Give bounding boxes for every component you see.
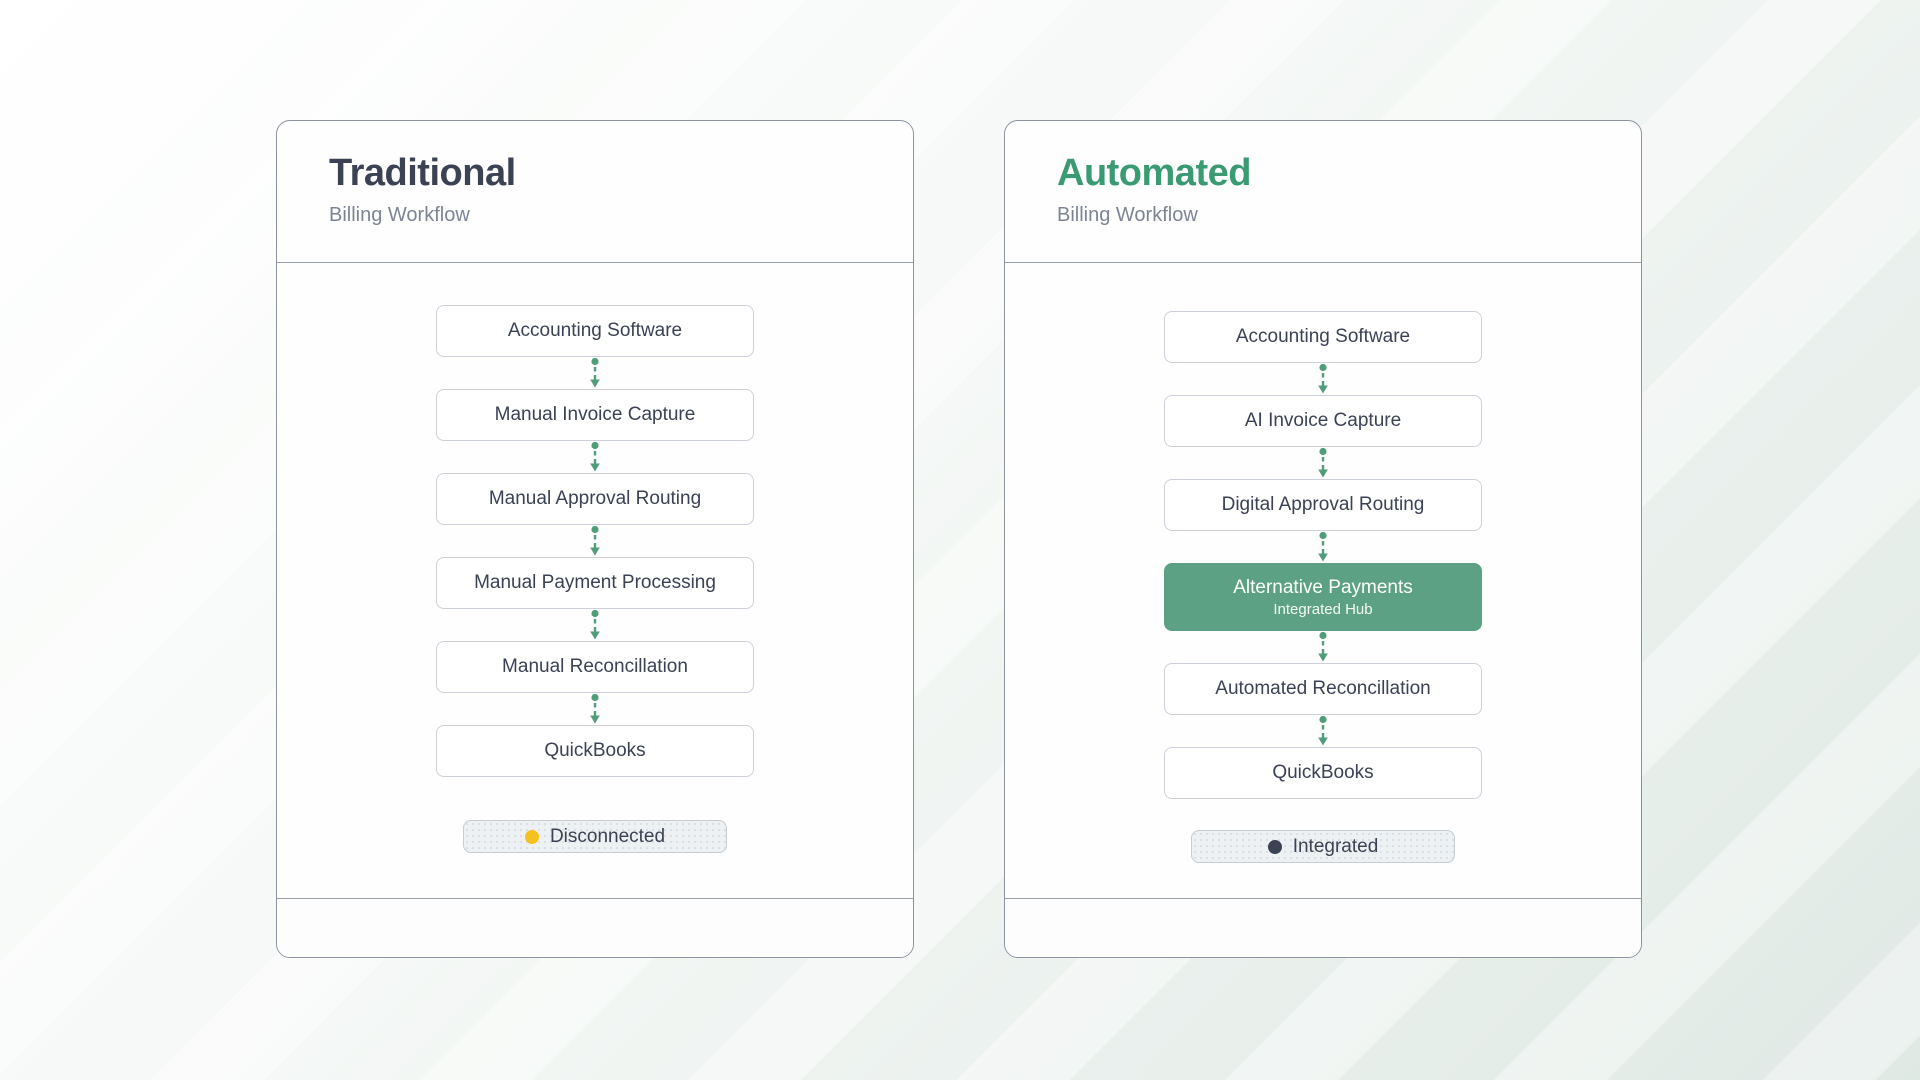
automated-workflow-card: Automated Billing Workflow Accounting So… <box>1004 120 1642 958</box>
workflow-step-label: QuickBooks <box>1272 762 1374 783</box>
status-dot-icon <box>1267 839 1282 854</box>
status-label: Integrated <box>1292 835 1379 857</box>
workflow-step-sublabel: Integrated Hub <box>1273 600 1373 618</box>
flow-arrow-down-icon <box>588 357 602 389</box>
workflow-step: Automated Reconcillation <box>1164 663 1482 715</box>
workflow-step-label: Alternative Payments <box>1233 576 1413 598</box>
workflow-step-label: Manual Payment Processing <box>474 572 716 593</box>
workflow-step: Accounting Software <box>436 305 754 357</box>
flow-arrow-down-icon <box>1316 447 1330 479</box>
status-badge-integrated: Integrated <box>1191 830 1455 863</box>
card-footer <box>277 898 913 957</box>
flow-arrow-down-icon <box>1316 363 1330 395</box>
flow-arrow-down-icon <box>588 609 602 641</box>
status-dot-icon <box>524 829 539 844</box>
workflow-step: Manual Payment Processing <box>436 557 754 609</box>
card-subtitle: Billing Workflow <box>1057 203 1198 226</box>
workflow-step: QuickBooks <box>436 725 754 777</box>
workflow-step-label: QuickBooks <box>544 740 646 761</box>
card-title-traditional: Traditional <box>329 152 516 194</box>
flow-arrow-down-icon <box>1316 715 1330 747</box>
workflow-step-label: Manual Approval Routing <box>488 488 702 509</box>
workflow-step: AI Invoice Capture <box>1164 395 1482 447</box>
flow-arrow-down-icon <box>1316 531 1330 563</box>
flow-arrow-down-icon <box>588 693 602 725</box>
workflow-step-label: Accounting Software <box>1235 326 1411 347</box>
flow-arrow-down-icon <box>588 525 602 557</box>
workflow-step-label: Manual Reconcillation <box>502 656 688 677</box>
workflow-step: Manual Invoice Capture <box>436 389 754 441</box>
card-footer <box>1005 898 1641 957</box>
status-label: Disconnected <box>549 825 666 847</box>
workflow-step-label: Accounting Software <box>507 320 683 341</box>
workflow-step-label: Manual Invoice Capture <box>494 404 696 425</box>
card-header: Automated Billing Workflow <box>1005 121 1641 263</box>
flow-arrow-down-icon <box>1316 631 1330 663</box>
workflow-step: QuickBooks <box>1164 747 1482 799</box>
workflow-step-label: Digital Approval Routing <box>1221 494 1425 515</box>
workflow-step: Accounting Software <box>1164 311 1482 363</box>
workflow-step-label: Automated Reconcillation <box>1215 678 1431 699</box>
card-header: Traditional Billing Workflow <box>277 121 913 263</box>
workflow-step: Manual Approval Routing <box>436 473 754 525</box>
workflow-step: Manual Reconcillation <box>436 641 754 693</box>
traditional-workflow-card: Traditional Billing Workflow Accounting … <box>276 120 914 958</box>
workflow-step: Digital Approval Routing <box>1164 479 1482 531</box>
workflow-step-label: AI Invoice Capture <box>1244 410 1402 431</box>
flow-arrow-down-icon <box>588 441 602 473</box>
card-subtitle: Billing Workflow <box>329 203 470 226</box>
status-badge-disconnected: Disconnected <box>463 820 727 853</box>
card-title-automated: Automated <box>1057 152 1251 194</box>
